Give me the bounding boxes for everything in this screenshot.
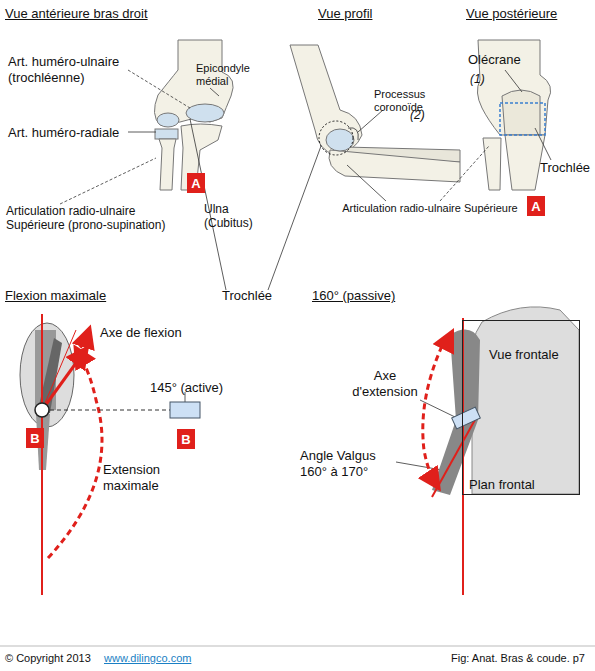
part-label: Trochlée <box>540 160 595 176</box>
part-label: (2) <box>410 108 440 122</box>
part-label: Epicondyle médial <box>196 62 258 88</box>
footer-rule <box>0 646 595 647</box>
part-label: (1) <box>470 72 500 86</box>
part-label: Ulna (Cubitus) <box>204 202 264 231</box>
part-label: Vue antérieure bras droit <box>5 6 205 22</box>
part-label: www.dilingco.com <box>104 652 214 665</box>
flexion-figure <box>20 314 200 595</box>
part-label: © Copyright 2013 <box>5 652 115 665</box>
part-label: Articulation radio-ulnaire Supérieure (p… <box>6 204 186 233</box>
letter-tag: B <box>30 431 39 446</box>
part-label: Flexion maximale <box>5 288 155 304</box>
part-label: Trochlée <box>222 288 292 304</box>
part-label: Angle Valgus 160° à 170° <box>300 448 395 479</box>
part-label: Vue postérieure <box>466 6 591 22</box>
part-label: Axe d'extension <box>345 368 425 399</box>
letter-tag: A <box>191 176 200 191</box>
extension-figure <box>423 307 579 595</box>
part-label: Articulation radio-ulnaire Supérieure <box>340 202 520 215</box>
letter-box: A <box>187 173 205 193</box>
panel-label: Vue frontale <box>489 347 559 363</box>
part-label: 145° (active) <box>150 380 260 396</box>
part-label: Art. huméro-ulnaire (trochléenne) <box>8 54 138 85</box>
part-label: Olécrane <box>468 52 548 68</box>
letter-box: B <box>26 428 44 448</box>
part-label: Extension maximale <box>103 462 213 493</box>
part-label: Vue profil <box>318 6 408 22</box>
letter-tag: A <box>531 199 540 214</box>
view-panel: Vue frontalePlan frontal <box>462 320 580 495</box>
part-label: Fig: Anat. Bras & coude. p7 <box>395 652 585 665</box>
letter-box: A <box>527 196 545 216</box>
part-label: Axe de flexion <box>100 325 210 341</box>
part-label: Art. huméro-radiale <box>8 125 133 141</box>
letter-box: B <box>177 429 195 449</box>
panel-label: Plan frontal <box>469 477 535 493</box>
part-label: 160° (passive) <box>312 288 462 304</box>
letter-tag: B <box>181 432 190 447</box>
